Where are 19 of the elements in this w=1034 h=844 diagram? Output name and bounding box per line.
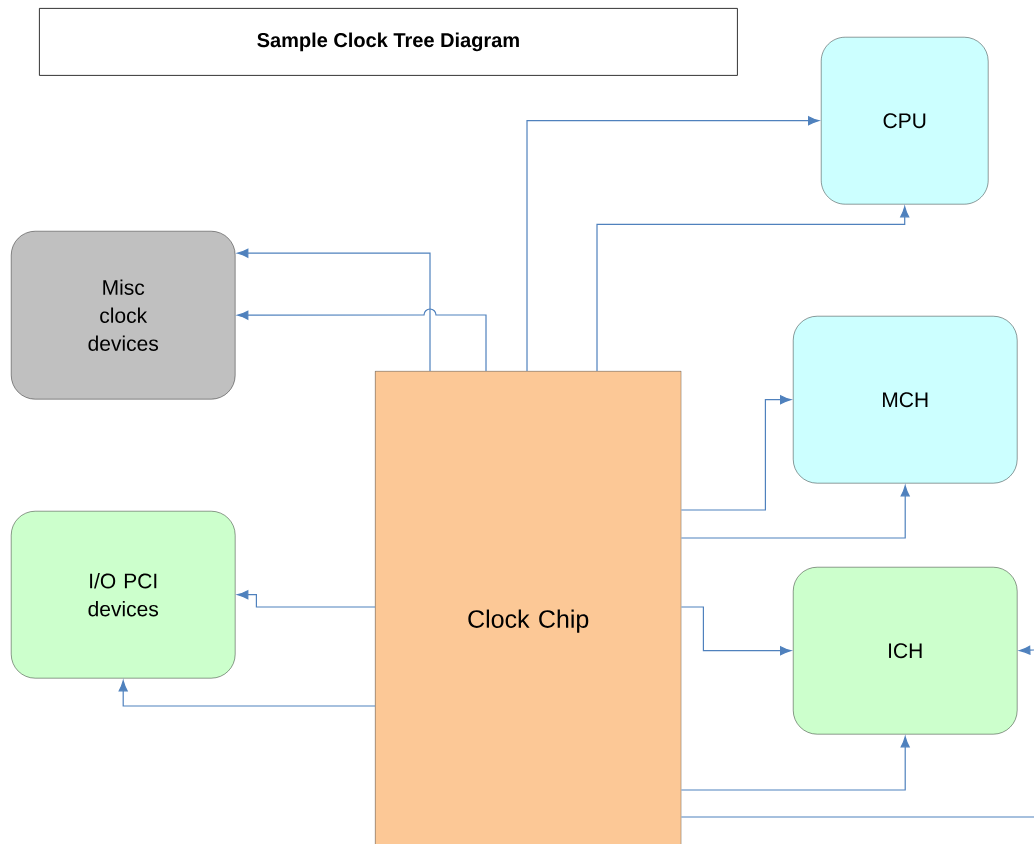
device-box: MCH (793, 316, 1018, 484)
arrow (118, 680, 376, 707)
arrow (1019, 645, 1034, 655)
arrow (680, 395, 792, 511)
chip-box: Clock Chip (375, 371, 682, 844)
device-box: I/O PCI devices (11, 511, 236, 679)
arrow (680, 485, 910, 539)
arrow (237, 308, 487, 372)
arrow (526, 116, 820, 372)
device-box: Misc clock devices (11, 231, 236, 400)
device-box: CPU (821, 37, 989, 205)
arrow (237, 590, 376, 608)
arrow (680, 606, 792, 656)
title-box: Sample Clock Tree Diagram (39, 8, 738, 76)
arrow (596, 206, 910, 372)
arrow (680, 736, 910, 791)
arrow (237, 248, 431, 372)
connector-line (680, 816, 1034, 818)
device-box: ICH (793, 567, 1018, 735)
